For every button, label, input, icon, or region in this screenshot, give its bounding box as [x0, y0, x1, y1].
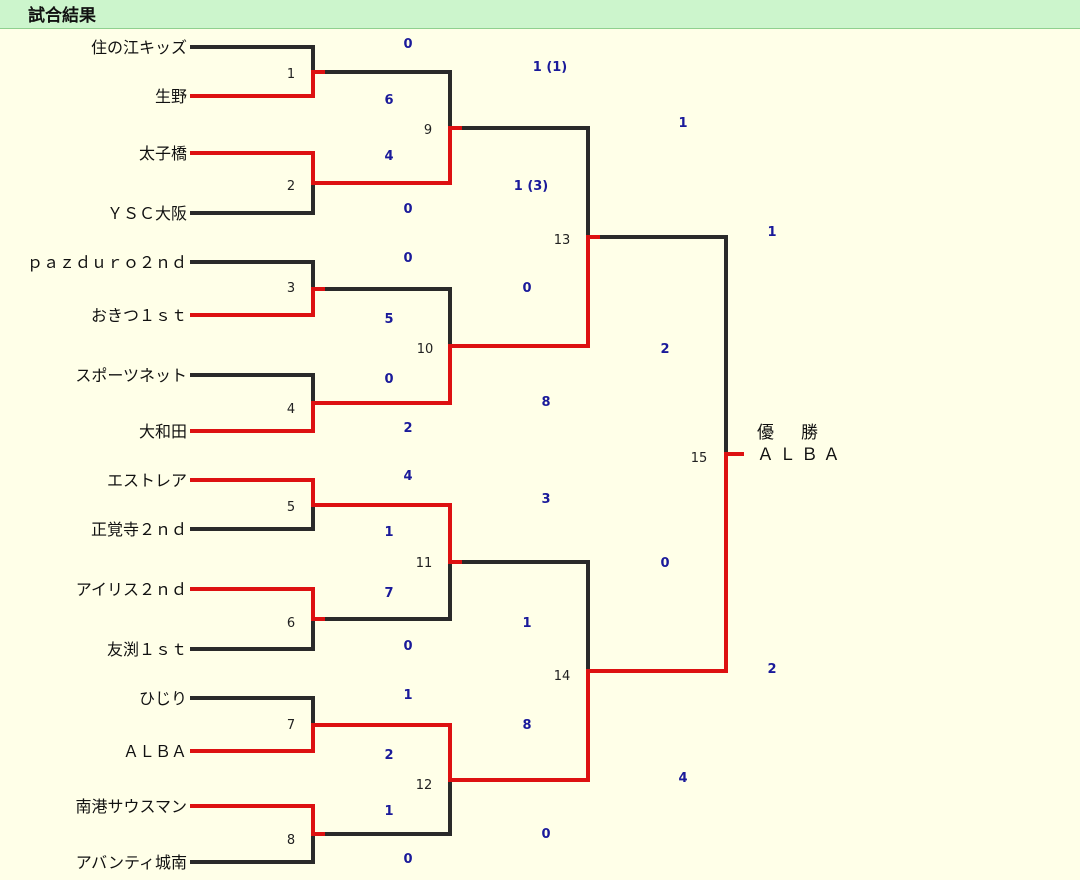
match-score: 1	[384, 525, 393, 540]
match-score: 0	[403, 639, 412, 654]
match-number: 12	[416, 778, 433, 793]
team-name: 南港サウスマン	[75, 797, 187, 816]
team-name: 正覚寺２ｎｄ	[91, 520, 187, 539]
team-name: おきつ１ｓｔ	[91, 306, 187, 325]
match-score: 0	[522, 281, 531, 296]
match-score: 3	[541, 492, 550, 507]
match-number: 7	[287, 718, 295, 733]
match-score: 0	[403, 202, 412, 217]
team-name: ｐａｚｄｕｒｏ２ｎｄ	[27, 253, 187, 272]
match-score: 5	[384, 312, 393, 327]
match-score: 1 (3)	[514, 179, 549, 194]
team-name: 住の江キッズ	[91, 38, 187, 57]
match-score: 0	[541, 827, 550, 842]
team-name: 大和田	[139, 422, 187, 441]
match-score: 4	[678, 771, 687, 786]
match-number: 15	[691, 451, 708, 466]
match-score: 0	[660, 556, 669, 571]
match-score: 0	[403, 852, 412, 867]
team-name: ひじり	[139, 689, 187, 708]
match-number: 10	[417, 342, 434, 357]
match-score: 7	[384, 586, 393, 601]
page-title: 試合結果	[28, 6, 96, 26]
team-name: 太子橋	[139, 144, 187, 163]
match-score: 4	[403, 469, 412, 484]
results-header: 試合結果	[0, 0, 1080, 29]
match-number: 3	[287, 281, 295, 296]
match-number: 2	[287, 179, 295, 194]
match-score: 1 (1)	[533, 60, 568, 75]
team-name: ＹＳＣ大阪	[107, 204, 187, 223]
match-number: 11	[416, 556, 433, 571]
match-number: 9	[424, 123, 432, 138]
match-score: 1	[384, 804, 393, 819]
match-number: 6	[287, 616, 295, 631]
match-number: 4	[287, 402, 295, 417]
match-number: 8	[287, 833, 295, 848]
match-number: 1	[287, 67, 295, 82]
team-name: 友渕１ｓｔ	[107, 640, 187, 659]
match-score: 2	[384, 748, 393, 763]
team-name: アイリス２ｎｄ	[76, 580, 187, 599]
champion-name: ＡＬＢＡ	[757, 445, 845, 465]
match-score: 8	[522, 718, 531, 733]
match-score: 1	[767, 225, 776, 240]
match-number: 14	[554, 669, 571, 684]
match-number: 13	[554, 233, 571, 248]
match-score: 8	[541, 395, 550, 410]
champion-label: 優 勝	[757, 423, 823, 443]
match-score: 1	[403, 688, 412, 703]
match-score: 1	[678, 116, 687, 131]
match-score: 0	[384, 372, 393, 387]
match-score: 2	[767, 662, 776, 677]
team-name: スポーツネット	[75, 366, 187, 385]
team-name: エストレア	[107, 471, 187, 490]
match-score: 1	[522, 616, 531, 631]
match-score: 0	[403, 37, 412, 52]
team-name: アバンティ城南	[76, 853, 187, 872]
match-score: 0	[403, 251, 412, 266]
match-score: 2	[403, 421, 412, 436]
team-name: 生野	[155, 87, 187, 106]
match-number: 5	[287, 500, 295, 515]
match-score: 4	[384, 149, 393, 164]
team-name: ＡＬＢＡ	[123, 742, 187, 761]
match-score: 6	[384, 93, 393, 108]
match-score: 2	[660, 342, 669, 357]
